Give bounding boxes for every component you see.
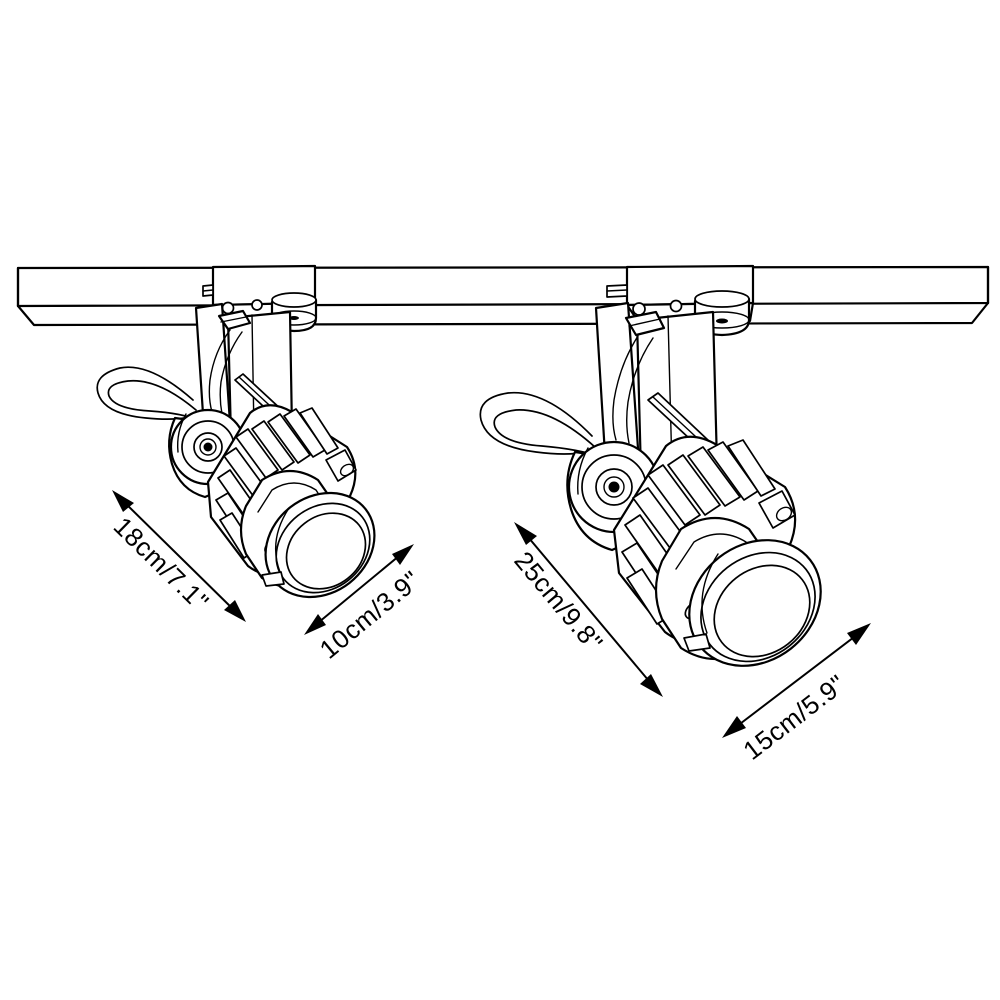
- right-lens-head: [683, 539, 822, 667]
- right-lens-glass: [713, 564, 811, 658]
- left-cable-drop: [208, 329, 231, 413]
- right-diameter-arrow-end: [847, 623, 871, 645]
- right-clamp-tab-screw: [775, 506, 793, 522]
- right-lens-bottom-lug: [683, 633, 711, 652]
- right-length-arrow-start: [514, 522, 537, 545]
- left-mount-screw-2: [251, 299, 263, 311]
- right-spotlight: [479, 264, 822, 667]
- left-cable-inner: [107, 379, 202, 422]
- right-clamp-tab: [758, 490, 796, 529]
- right-mount-screw-2: [669, 299, 683, 313]
- right-length-arrow-end: [640, 674, 663, 697]
- right-yoke-rear-edge: [627, 302, 640, 464]
- left-diameter-arrow-start: [304, 614, 326, 635]
- right-fin: [687, 446, 741, 507]
- left-fin: [251, 420, 295, 471]
- right-knob-bolt-ring: [603, 476, 625, 498]
- left-lens-glass: [285, 512, 367, 590]
- right-fin: [647, 464, 701, 526]
- right-knuckle-joint: [624, 310, 666, 337]
- left-clamp-band-crease: [257, 482, 331, 513]
- right-adapter-top-ellipse: [694, 290, 750, 308]
- left-cable-drop-2: [219, 331, 243, 415]
- left-knob-bracket-edge: [176, 413, 187, 453]
- left-clamp-tab-screw: [339, 463, 355, 477]
- left-diameter-arrow-end: [392, 544, 414, 565]
- left-mount-tab-line: [202, 289, 214, 292]
- right-diameter-arrow-start: [722, 716, 746, 738]
- left-lens-side-edge: [274, 507, 290, 573]
- left-cable-outer: [96, 366, 205, 420]
- right-cable-drop: [612, 335, 639, 441]
- right-knob-bracket-edge: [577, 447, 589, 495]
- left-length-arrow-start: [112, 490, 134, 512]
- right-mount-tab-line: [606, 289, 628, 292]
- left-diameter-dim-line: [312, 550, 406, 628]
- left-adapter-top-ellipse: [271, 292, 317, 308]
- left-knob-bolt-ring: [199, 438, 217, 456]
- right-lens-side-edge: [701, 553, 719, 634]
- left-length-arrow-end: [224, 600, 246, 622]
- left-fin: [235, 428, 279, 479]
- right-knuckle-block: [624, 310, 666, 337]
- left-mount-screw-1: [221, 301, 235, 315]
- right-cable-drop-2: [626, 337, 654, 444]
- right-knob-center-dot: [608, 481, 620, 493]
- left-knuckle-joint: [217, 309, 252, 331]
- right-clamp-band-crease: [675, 533, 764, 570]
- right-fin: [667, 454, 721, 516]
- right-power-cable-loop: [479, 335, 654, 458]
- left-fin: [267, 413, 311, 464]
- left-lens-bottom-lug: [261, 571, 285, 587]
- left-knob-center-dot: [203, 442, 213, 452]
- left-power-cable-loop: [96, 329, 243, 422]
- left-fin: [299, 407, 339, 455]
- right-cable-outer: [479, 391, 605, 455]
- left-adapter-center-dot: [289, 316, 299, 320]
- track-front-face: [16, 301, 990, 327]
- right-diameter-dim-line: [731, 630, 863, 731]
- left-lens-head: [261, 491, 376, 599]
- right-mount-screw-1: [632, 302, 646, 316]
- right-cable-inner: [493, 409, 602, 458]
- left-spotlight: [96, 264, 376, 599]
- left-length-dim-line: [119, 497, 239, 615]
- right-adapter-center-dot: [716, 318, 728, 324]
- left-clamp-tab: [325, 449, 357, 482]
- right-fin: [727, 439, 776, 497]
- right-knuckle-line: [628, 318, 661, 327]
- right-length-dim-line: [522, 530, 655, 688]
- left-knuckle-line: [220, 316, 247, 323]
